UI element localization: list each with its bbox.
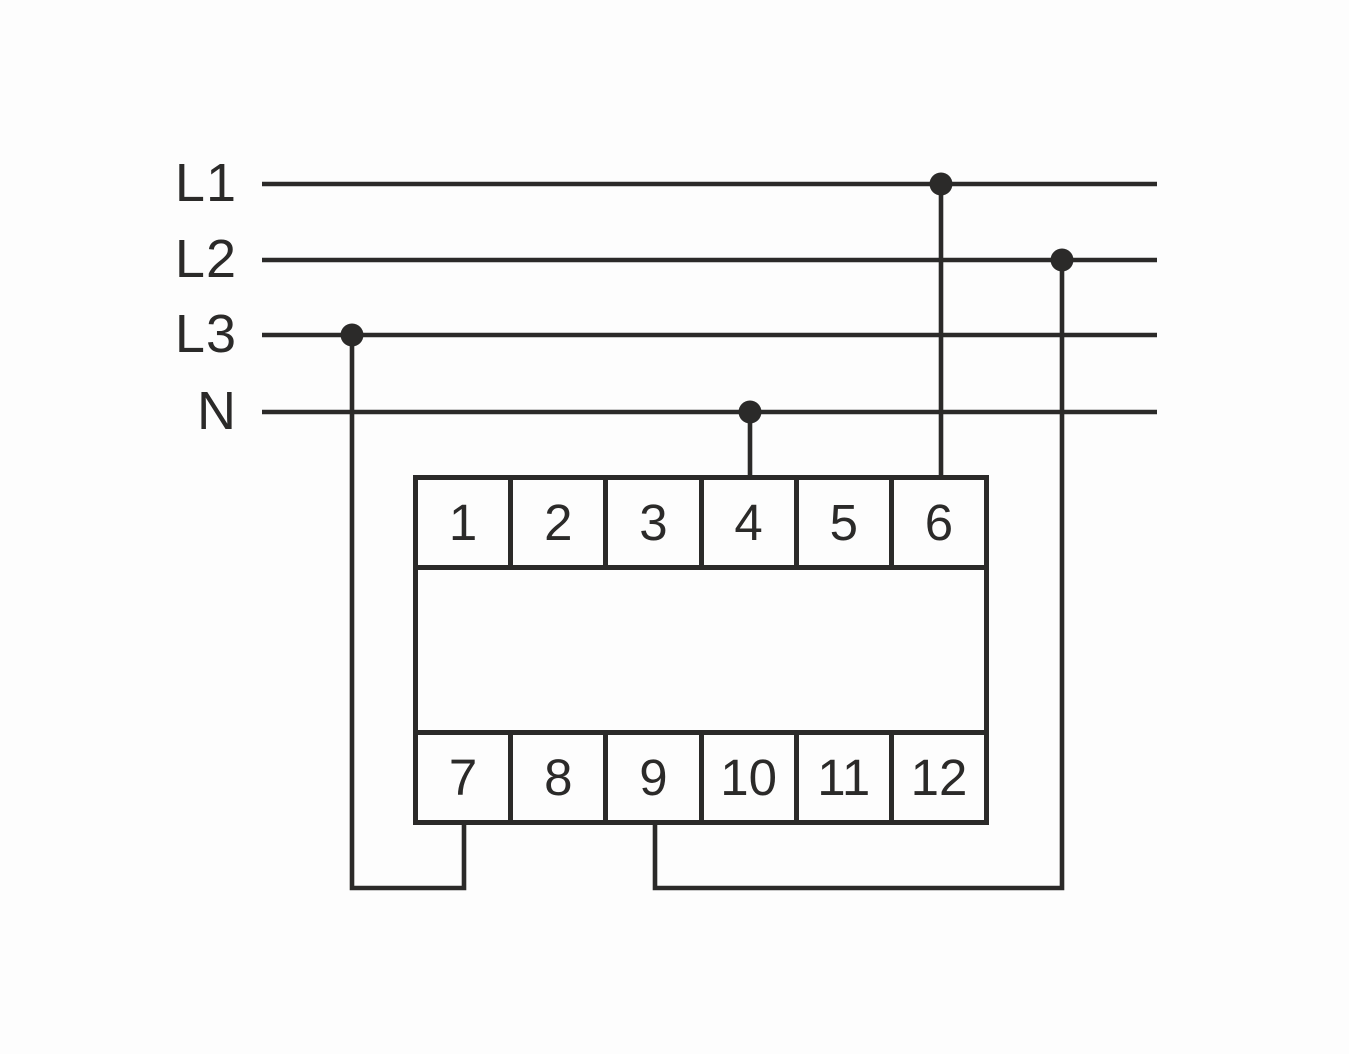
terminal-12-label: 12 (910, 749, 968, 806)
terminal-1: 1 (418, 480, 514, 565)
terminal-6: 6 (894, 480, 984, 565)
terminal-2-label: 2 (544, 494, 573, 551)
junction-dot-n (738, 400, 762, 424)
bus-label-l2: L2 (174, 228, 237, 289)
terminal-11-label: 11 (817, 749, 871, 806)
terminal-7-label: 7 (448, 749, 478, 806)
terminal-11: 11 (799, 735, 894, 820)
junction-dot-l3 (340, 323, 364, 347)
terminal-row-bottom: 7 8 9 10 11 12 (418, 730, 984, 820)
terminal-8-label: 8 (544, 749, 573, 806)
terminal-6-label: 6 (924, 494, 954, 551)
terminal-10: 10 (704, 735, 799, 820)
terminal-5: 5 (799, 480, 894, 565)
junction-dot-l2 (1050, 248, 1074, 272)
terminal-10-label: 10 (720, 749, 777, 806)
device-box: 1 2 3 4 5 6 7 8 9 10 11 12 (413, 475, 989, 825)
wire-l2-to-terminal-9 (652, 260, 1065, 891)
terminal-7: 7 (418, 735, 514, 820)
terminal-2: 2 (513, 480, 609, 565)
terminal-3-label: 3 (639, 494, 668, 551)
terminal-9-label: 9 (639, 749, 668, 806)
terminal-1-label: 1 (448, 494, 478, 551)
junction-dot-l1 (929, 172, 953, 196)
terminal-4-label: 4 (734, 494, 763, 551)
terminal-9: 9 (608, 735, 704, 820)
terminal-8: 8 (513, 735, 609, 820)
bus-label-n: N (197, 380, 237, 441)
terminal-5-label: 5 (829, 494, 858, 551)
terminal-3: 3 (608, 480, 704, 565)
terminal-row-top: 1 2 3 4 5 6 (418, 480, 984, 570)
terminal-12: 12 (894, 735, 984, 820)
bus-label-l1: L1 (174, 152, 237, 213)
terminal-4: 4 (704, 480, 799, 565)
wire-l3-to-terminal-7 (349, 335, 467, 891)
bus-label-l3: L3 (174, 303, 237, 364)
